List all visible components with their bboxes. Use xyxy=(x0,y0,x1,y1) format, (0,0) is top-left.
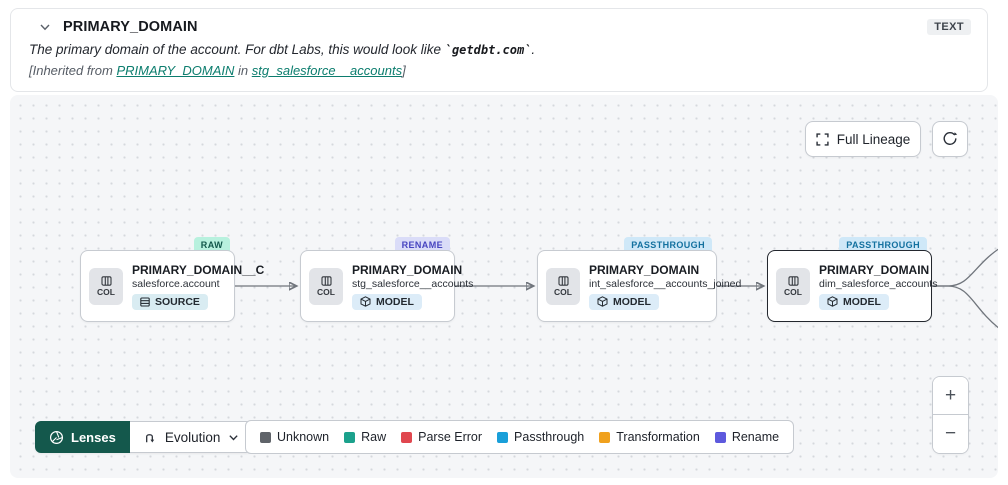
source-icon xyxy=(140,296,150,307)
node-card[interactable]: COL PRIMARY_DOMAIN int_salesforce__accou… xyxy=(537,250,741,322)
column-chip: COL xyxy=(89,267,123,305)
legend-swatch xyxy=(401,431,413,443)
column-header-row: PRIMARY_DOMAIN TEXT xyxy=(27,19,971,35)
columns-icon xyxy=(557,275,569,286)
node-card[interactable]: COL PRIMARY_DOMAIN dim_salesforce_accoun… xyxy=(767,250,937,322)
node-body: PRIMARY_DOMAIN int_salesforce__accounts_… xyxy=(589,263,741,310)
col-chip-label: COL xyxy=(784,286,802,297)
legend-label: Passthrough xyxy=(514,430,585,444)
inherited-column-link[interactable]: PRIMARY_DOMAIN xyxy=(116,63,235,78)
evolution-lens-icon xyxy=(142,430,157,445)
lineage-node-int[interactable]: PASSTHROUGH COL PRIMARY_DOMAIN int_sales… xyxy=(537,237,741,322)
legend-item: Passthrough xyxy=(497,430,584,444)
node-card[interactable]: COL PRIMARY_DOMAIN stg_salesforce__accou… xyxy=(300,250,473,322)
lineage-canvas[interactable]: Full Lineage RAW COL PRIMARY_DOMAIN__C s… xyxy=(10,95,998,478)
node-model-name: int_salesforce__accounts_joined xyxy=(589,277,742,290)
full-lineage-label: Full Lineage xyxy=(836,131,911,147)
inherited-model-link[interactable]: stg_salesforce__accounts xyxy=(251,63,403,78)
node-model-name: salesforce.account xyxy=(132,277,220,290)
description-period: . xyxy=(531,42,536,57)
column-description: The primary domain of the account. For d… xyxy=(27,42,971,57)
legend-swatch xyxy=(344,431,356,443)
lenses-button[interactable]: Lenses xyxy=(35,421,130,453)
legend-label: Rename xyxy=(731,430,780,444)
legend-label: Unknown xyxy=(277,430,330,444)
legend-label: Transformation xyxy=(616,430,700,444)
selected-lens-label: Evolution xyxy=(164,429,221,445)
column-type-badge: TEXT xyxy=(927,19,971,35)
node-column-name: PRIMARY_DOMAIN xyxy=(352,262,463,277)
node-kind-label: MODEL xyxy=(613,295,651,308)
chevron-down-icon xyxy=(228,432,239,443)
node-model-name: dim_salesforce_accounts xyxy=(819,277,938,290)
refresh-button[interactable] xyxy=(932,121,968,157)
lineage-node-source[interactable]: RAW COL PRIMARY_DOMAIN__C salesforce.acc… xyxy=(80,237,264,322)
legend-item: Transformation xyxy=(599,430,700,444)
node-kind-label: MODEL xyxy=(376,295,414,308)
node-kind-label: SOURCE xyxy=(155,295,200,308)
node-column-name: PRIMARY_DOMAIN xyxy=(589,262,700,277)
legend-swatch xyxy=(599,431,611,443)
legend-label: Raw xyxy=(361,430,387,444)
node-column-name: PRIMARY_DOMAIN xyxy=(819,262,930,277)
lineage-node-stg[interactable]: RENAME COL PRIMARY_DOMAIN stg_salesforce… xyxy=(300,237,473,322)
lineage-legend: Unknown Raw Parse Error Passthrough Tran… xyxy=(245,420,795,454)
zoom-controls: + − xyxy=(932,376,969,454)
refresh-icon xyxy=(942,131,958,147)
legend-item: Parse Error xyxy=(401,430,482,444)
col-chip-label: COL xyxy=(97,286,115,297)
lineage-node-dim[interactable]: PASSTHROUGH COL PRIMARY_DOMAIN dim_sales… xyxy=(767,237,937,322)
col-chip-label: COL xyxy=(554,286,572,297)
node-column-name: PRIMARY_DOMAIN__C xyxy=(132,262,265,277)
column-details-panel: PRIMARY_DOMAIN TEXT The primary domain o… xyxy=(10,8,988,92)
node-kind-badge: MODEL xyxy=(352,293,422,310)
evolution-tag: PASSTHROUGH xyxy=(839,237,927,254)
legend-swatch xyxy=(497,431,509,443)
legend-item: Raw xyxy=(344,430,386,444)
inherited-prefix: [Inherited from xyxy=(29,63,117,78)
node-body: PRIMARY_DOMAIN stg_salesforce__accounts … xyxy=(352,263,473,310)
description-text: The primary domain of the account. For d… xyxy=(29,42,445,57)
inherited-mid: in xyxy=(234,63,252,78)
node-kind-label: MODEL xyxy=(843,295,881,308)
legend-swatch xyxy=(260,431,271,443)
node-body: PRIMARY_DOMAIN dim_salesforce_accounts M… xyxy=(819,263,937,310)
zoom-in-button[interactable]: + xyxy=(933,377,968,415)
full-lineage-button[interactable]: Full Lineage xyxy=(805,121,921,157)
evolution-tag: RAW xyxy=(193,237,230,254)
column-chip: COL xyxy=(546,267,580,305)
lenses-toolbar: Lenses Evolution xyxy=(35,421,253,453)
legend-swatch xyxy=(714,431,726,443)
col-chip-label: COL xyxy=(317,286,335,297)
lenses-icon xyxy=(49,430,64,445)
legend-item: Rename xyxy=(714,430,780,444)
inline-code: `getdbt.com` xyxy=(444,43,532,57)
model-icon xyxy=(827,296,838,307)
node-model-name: stg_salesforce__accounts xyxy=(352,277,474,290)
node-kind-badge: MODEL xyxy=(819,293,889,310)
evolution-tag: RENAME xyxy=(394,237,450,254)
model-icon xyxy=(360,296,371,307)
inherited-note: [Inherited from PRIMARY_DOMAIN in stg_sa… xyxy=(27,63,971,78)
columns-icon xyxy=(320,275,332,286)
node-kind-badge: SOURCE xyxy=(132,293,208,310)
legend-label: Parse Error xyxy=(418,430,483,444)
columns-icon xyxy=(787,275,799,286)
node-kind-badge: MODEL xyxy=(589,293,659,310)
lenses-label: Lenses xyxy=(71,429,116,445)
inherited-suffix: ] xyxy=(402,63,406,78)
node-body: PRIMARY_DOMAIN__C salesforce.account SOU… xyxy=(132,263,264,310)
lens-dropdown[interactable]: Evolution xyxy=(129,421,253,453)
collapse-chevron-icon[interactable] xyxy=(39,21,51,33)
model-icon xyxy=(597,296,608,307)
columns-icon xyxy=(100,275,112,286)
column-title: PRIMARY_DOMAIN xyxy=(63,19,198,35)
expand-icon xyxy=(816,132,829,146)
zoom-out-button[interactable]: − xyxy=(933,415,968,453)
node-card[interactable]: COL PRIMARY_DOMAIN__C salesforce.account… xyxy=(80,250,264,322)
legend-item: Unknown xyxy=(260,430,329,444)
column-chip: COL xyxy=(776,267,810,305)
column-chip: COL xyxy=(309,267,343,305)
evolution-tag: PASSTHROUGH xyxy=(624,237,712,254)
